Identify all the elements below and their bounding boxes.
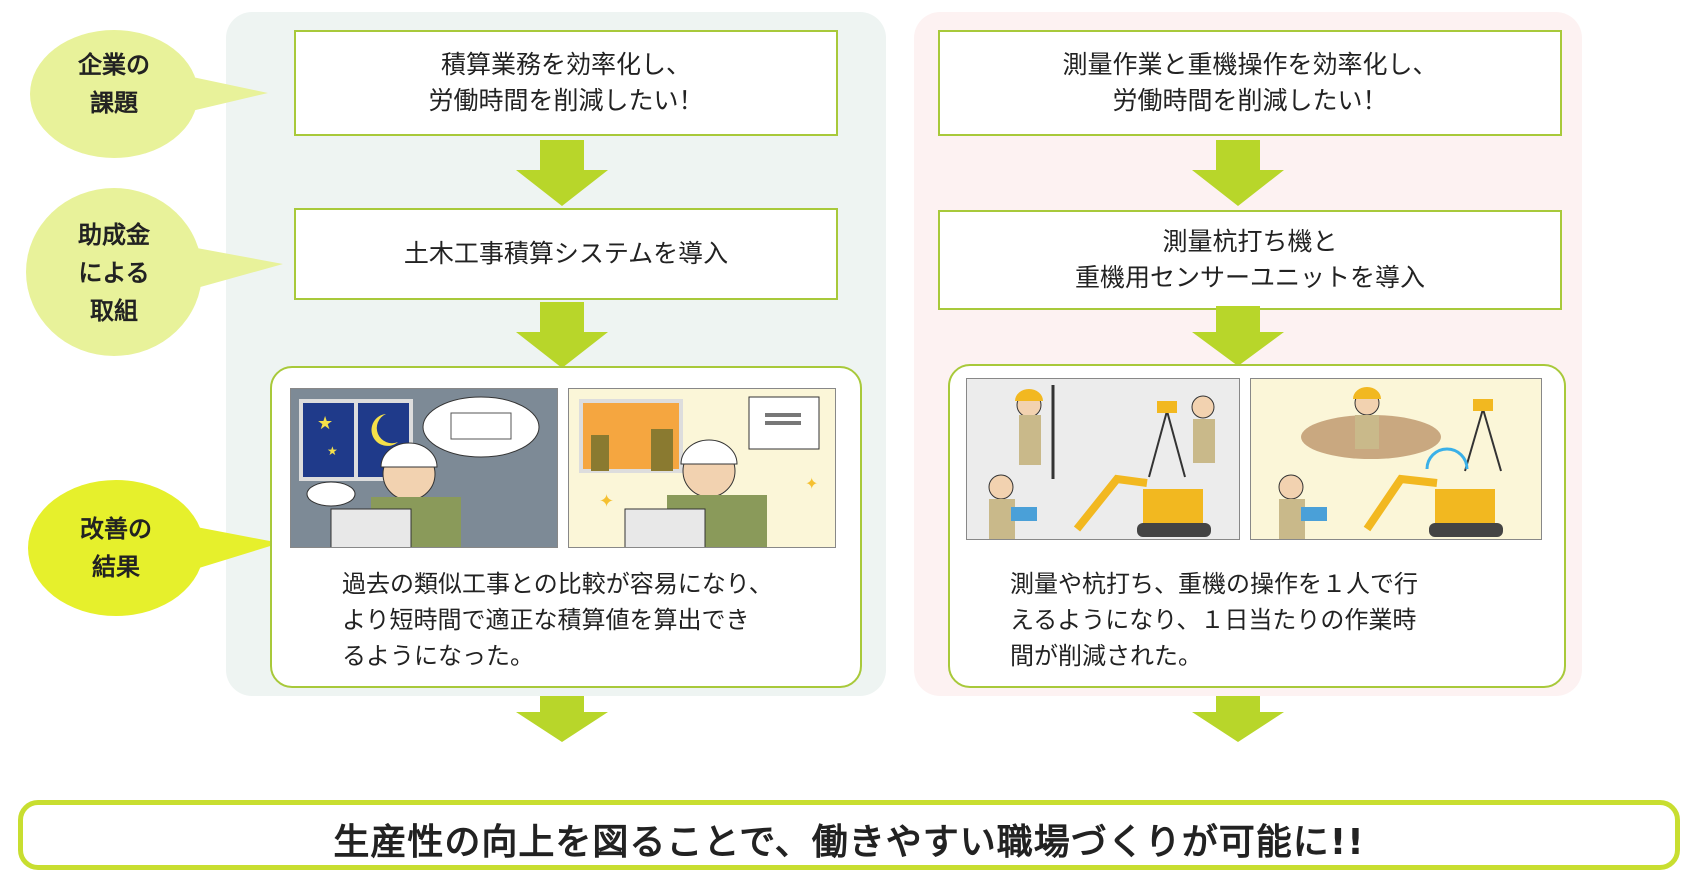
right-arrow-1: [1192, 140, 1284, 206]
initiative-label: 助成金による取組: [78, 221, 150, 325]
right-result-text: 測量や杭打ち、重機の操作を１人で行えるようになり、１日当たりの作業時間が削減され…: [1010, 570, 1418, 670]
initiative-bubble: [26, 188, 283, 356]
left-initiative-box: 土木工事積算システムを導入: [294, 208, 838, 300]
conclusion-banner: 生産性の向上を図ることで、働きやすい職場づくりが可能に!!: [18, 800, 1680, 870]
right-initiative-box: 測量杭打ち機と重機用センサーユニットを導入: [938, 210, 1562, 310]
right-arrow-3: [1192, 696, 1284, 742]
result-bubble: [28, 480, 280, 616]
svg-text:✦: ✦: [805, 474, 818, 493]
left-issue-box: 積算業務を効率化し、労働時間を削減したい！: [294, 30, 838, 136]
svg-text:★: ★: [327, 444, 338, 458]
left-arrow-3: [516, 696, 608, 742]
svg-text:★: ★: [317, 413, 333, 434]
issue-label: 企業の課題: [78, 51, 150, 117]
left-result-text: 過去の類似工事との比較が容易になり、より短時間で適正な積算値を算出できるようにな…: [342, 570, 773, 670]
right-arrow-2: [1192, 306, 1284, 366]
left-arrow-2: [516, 302, 608, 368]
result-label: 改善の結果: [80, 515, 152, 581]
conclusion-text: 生産性の向上を図ることで、働きやすい職場づくりが可能に!!: [333, 822, 1365, 863]
survey-machine-illustration: [1250, 378, 1542, 540]
day-office-illustration: ✦ ✦: [568, 388, 836, 548]
survey-workers-illustration: [966, 378, 1240, 540]
left-arrow-1: [516, 140, 608, 206]
right-issue-box: 測量作業と重機操作を効率化し、労働時間を削減したい！: [938, 30, 1562, 136]
svg-text:✦: ✦: [599, 491, 614, 512]
night-office-illustration: ★ ★: [290, 388, 558, 548]
issue-bubble: [30, 30, 268, 158]
